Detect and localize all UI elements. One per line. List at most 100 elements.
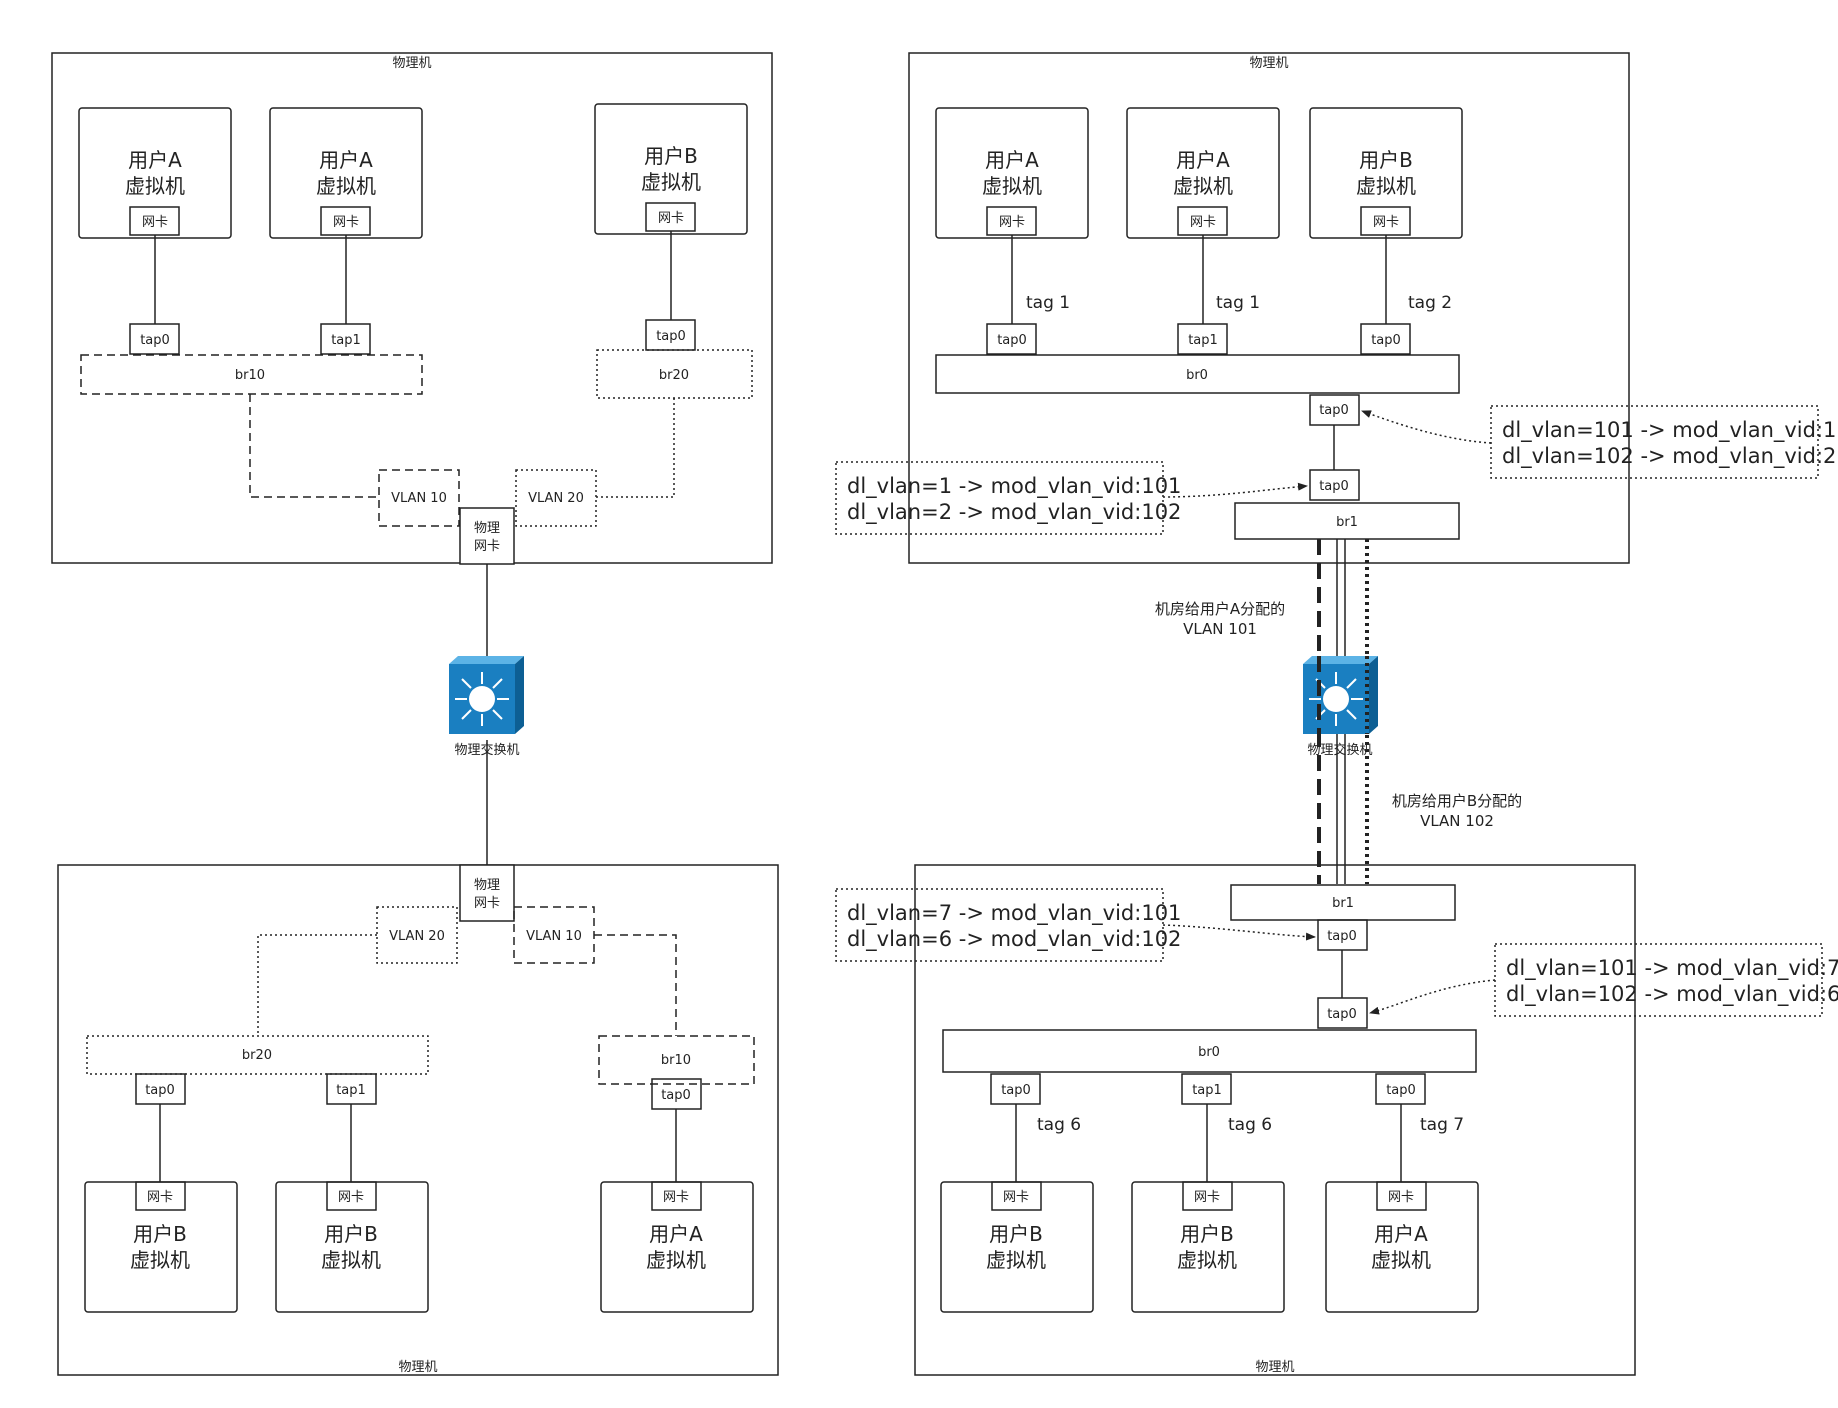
bridge-br0[interactable]: br0	[935, 354, 1460, 394]
bridge-br0[interactable]: br0	[942, 1029, 1477, 1073]
svg-text:br20: br20	[242, 1048, 272, 1063]
svg-text:虚拟机: 虚拟机	[125, 174, 185, 198]
vlan-10-subif[interactable]: VLAN 10	[378, 469, 460, 527]
svg-text:用户A: 用户A	[1374, 1222, 1428, 1246]
vm-a-1[interactable]: 网卡 用户A 虚拟机	[1325, 1181, 1479, 1313]
svg-text:虚拟机: 虚拟机	[316, 174, 376, 198]
tag-label: tag 2	[1408, 293, 1452, 313]
svg-text:虚拟机: 虚拟机	[646, 1248, 706, 1272]
tap1[interactable]: tap1	[326, 1073, 377, 1105]
svg-text:dl_vlan=101 -> mod_vlan_vid:7: dl_vlan=101 -> mod_vlan_vid:7	[1506, 956, 1838, 981]
flow-rules-box: dl_vlan=7 -> mod_vlan_vid:101 dl_vlan=6 …	[835, 888, 1181, 962]
vm-b-1[interactable]: 用户B 虚拟机 网卡	[594, 103, 748, 235]
tap0[interactable]: tap0	[129, 323, 180, 355]
br1-patch-tap0[interactable]: tap0	[1309, 469, 1360, 501]
svg-text:VLAN 10: VLAN 10	[526, 929, 582, 944]
svg-text:br20: br20	[659, 368, 689, 383]
physical-nic[interactable]: 物理 网卡	[459, 864, 515, 922]
bridge-br10[interactable]: br10	[598, 1035, 755, 1085]
tap1[interactable]: tap1	[1177, 323, 1228, 355]
svg-text:用户B: 用户B	[1359, 148, 1413, 172]
svg-text:tap1: tap1	[1188, 333, 1218, 348]
svg-text:虚拟机: 虚拟机	[1356, 174, 1416, 198]
vlan-20-subif[interactable]: VLAN 20	[515, 469, 597, 527]
switch-icon	[449, 656, 524, 734]
tap0[interactable]: tap0	[1375, 1073, 1426, 1105]
vm-a-1[interactable]: 网卡 用户A 虚拟机	[600, 1181, 754, 1313]
svg-text:tap0: tap0	[1386, 1083, 1416, 1098]
vm-b-1[interactable]: 网卡 用户B 虚拟机	[940, 1181, 1094, 1313]
br0-patch-tap0[interactable]: tap0	[1317, 997, 1368, 1029]
svg-text:dl_vlan=2 -> mod_vlan_vid:102: dl_vlan=2 -> mod_vlan_vid:102	[847, 500, 1181, 525]
svg-text:网卡: 网卡	[474, 539, 500, 554]
bridge-br20[interactable]: br20	[596, 349, 753, 399]
bridge-br20[interactable]: br20	[86, 1035, 429, 1075]
svg-text:用户B: 用户B	[1180, 1222, 1234, 1246]
svg-text:dl_vlan=6 -> mod_vlan_vid:102: dl_vlan=6 -> mod_vlan_vid:102	[847, 927, 1181, 952]
svg-text:物理: 物理	[474, 878, 500, 893]
svg-text:tap1: tap1	[336, 1083, 366, 1098]
vm-a-1[interactable]: 用户A 虚拟机 网卡	[78, 107, 232, 239]
host-frame	[51, 52, 773, 564]
nic-label: 网卡	[999, 215, 1025, 230]
tap0[interactable]: tap0	[986, 323, 1037, 355]
svg-text:用户B: 用户B	[644, 144, 698, 168]
vm-b-1[interactable]: 网卡 用户B 虚拟机	[84, 1181, 238, 1313]
nic-label: 网卡	[147, 1190, 173, 1205]
left-bottom-host: 物理机 物理 网卡 VLAN 20 VLAN 10 br20 br10 tap0	[57, 864, 779, 1376]
svg-text:用户B: 用户B	[324, 1222, 378, 1246]
vm-a-2[interactable]: 用户A 虚拟机 网卡	[269, 107, 423, 239]
switch-label: 物理交换机	[454, 742, 519, 758]
svg-text:br0: br0	[1186, 368, 1208, 383]
host-label: 物理机	[1255, 1360, 1294, 1375]
nic-label: 网卡	[333, 215, 359, 230]
tap0[interactable]: tap0	[990, 1073, 1041, 1105]
tap1[interactable]: tap1	[320, 323, 371, 355]
svg-text:tap1: tap1	[331, 333, 361, 348]
bridge-br1[interactable]: br1	[1230, 884, 1456, 921]
svg-text:dl_vlan=1 -> mod_vlan_vid:101: dl_vlan=1 -> mod_vlan_vid:101	[847, 474, 1181, 499]
vlan-assignment-b: 机房给用户B分配的	[1392, 792, 1522, 810]
vlan-assignment-a: 机房给用户A分配的	[1155, 600, 1285, 618]
svg-text:dl_vlan=7 -> mod_vlan_vid:101: dl_vlan=7 -> mod_vlan_vid:101	[847, 901, 1181, 926]
bridge-br10[interactable]: br10	[80, 354, 423, 395]
svg-text:tap0: tap0	[1319, 479, 1349, 494]
tap1[interactable]: tap1	[1181, 1073, 1232, 1105]
flow-rules-box: dl_vlan=1 -> mod_vlan_vid:101 dl_vlan=2 …	[835, 461, 1181, 535]
nic-label: 网卡	[1194, 1190, 1220, 1205]
nic-label: 网卡	[142, 215, 168, 230]
svg-text:VLAN 20: VLAN 20	[389, 929, 445, 944]
nic-label: 网卡	[1190, 215, 1216, 230]
br0-patch-tap0[interactable]: tap0	[1309, 394, 1360, 426]
switch-icon	[1303, 656, 1378, 734]
br1-patch-tap0[interactable]: tap0	[1317, 919, 1368, 951]
vm-a-1[interactable]: 用户A 虚拟机 网卡	[935, 107, 1089, 239]
svg-text:虚拟机: 虚拟机	[982, 174, 1042, 198]
svg-text:物理: 物理	[474, 521, 500, 536]
svg-text:tap0: tap0	[145, 1083, 175, 1098]
vm-b-1[interactable]: 用户B 虚拟机 网卡	[1309, 107, 1463, 239]
vlan-10-subif[interactable]: VLAN 10	[513, 906, 595, 964]
vm-b-2[interactable]: 网卡 用户B 虚拟机	[275, 1181, 429, 1313]
svg-text:dl_vlan=102 -> mod_vlan_vid:6: dl_vlan=102 -> mod_vlan_vid:6	[1506, 982, 1838, 1007]
tap0[interactable]: tap0	[1360, 323, 1411, 355]
svg-text:网卡: 网卡	[474, 896, 500, 911]
svg-text:tap0: tap0	[140, 333, 170, 348]
tag-label: tag 7	[1420, 1115, 1464, 1135]
vm-a-2[interactable]: 用户A 虚拟机 网卡	[1126, 107, 1280, 239]
svg-text:用户A: 用户A	[319, 148, 373, 172]
tap0[interactable]: tap0	[135, 1073, 186, 1105]
svg-text:虚拟机: 虚拟机	[321, 1248, 381, 1272]
svg-text:tap0: tap0	[1371, 333, 1401, 348]
bridge-br1[interactable]: br1	[1234, 502, 1460, 540]
vlan-20-subif[interactable]: VLAN 20	[376, 906, 458, 964]
svg-text:tap0: tap0	[997, 333, 1027, 348]
physical-nic[interactable]: 物理 网卡	[459, 507, 515, 565]
svg-text:br1: br1	[1336, 515, 1358, 530]
tag-label: tag 6	[1228, 1115, 1272, 1135]
svg-text:用户B: 用户B	[989, 1222, 1043, 1246]
svg-text:tap0: tap0	[1001, 1083, 1031, 1098]
tap0[interactable]: tap0	[645, 319, 696, 351]
vm-b-2[interactable]: 网卡 用户B 虚拟机	[1131, 1181, 1285, 1313]
